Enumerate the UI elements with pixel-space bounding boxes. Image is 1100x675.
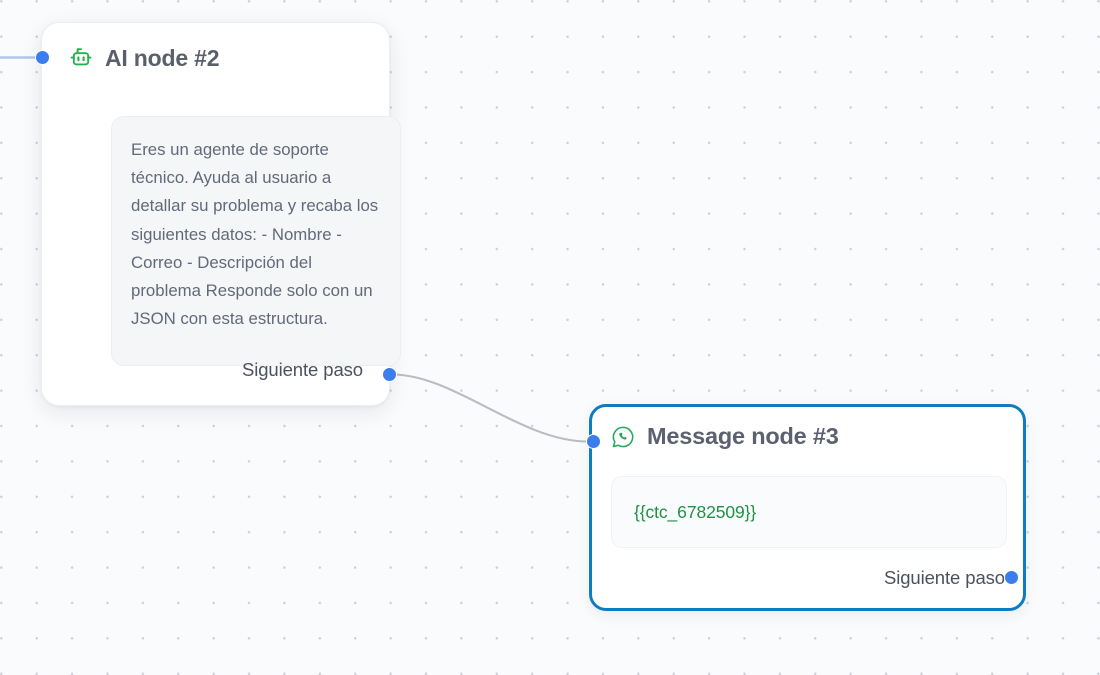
ai-node[interactable]: AI node #2 Eres un agente de soporte téc… xyxy=(41,22,401,406)
message-content-box[interactable]: {{ctc_6782509}} xyxy=(611,476,1007,548)
ai-prompt-box[interactable]: Eres un agente de soporte técnico. Ayuda… xyxy=(111,116,401,366)
message-node-footer[interactable]: Siguiente paso xyxy=(884,567,1005,589)
ai-node-footer[interactable]: Siguiente paso xyxy=(242,359,363,381)
message-node[interactable]: Message node #3 {{ctc_6782509}} Siguient… xyxy=(589,404,1026,611)
message-input-port[interactable] xyxy=(586,434,601,449)
edge-ai-to-message xyxy=(390,373,590,443)
ai-input-port[interactable] xyxy=(35,50,50,65)
message-node-header: Message node #3 xyxy=(592,407,1023,450)
ai-output-port[interactable] xyxy=(382,367,397,382)
ai-next-step-label: Siguiente paso xyxy=(241,359,363,380)
message-node-title: Message node #3 xyxy=(647,423,839,449)
whatsapp-icon xyxy=(610,424,636,450)
robot-icon xyxy=(68,46,94,72)
message-output-port[interactable] xyxy=(1004,570,1019,585)
message-next-step-label: Siguiente paso xyxy=(883,567,1005,588)
ai-node-header: AI node #2 xyxy=(42,23,389,72)
ai-node-title: AI node #2 xyxy=(105,45,220,71)
ai-prompt-text: Eres un agente de soporte técnico. Ayuda… xyxy=(131,140,383,329)
message-variable-token: {{ctc_6782509}} xyxy=(634,501,757,522)
